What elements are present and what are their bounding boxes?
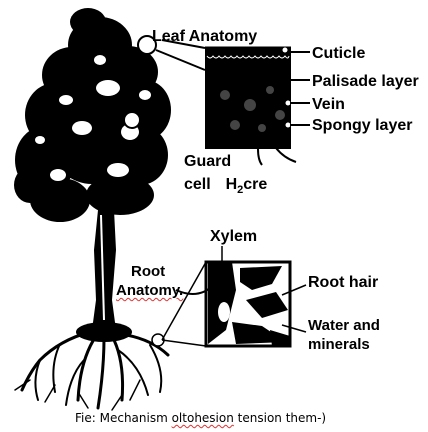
xylem-label: Xylem (210, 228, 258, 245)
canopy-highlights (35, 55, 151, 181)
figure-caption: Fie: Mechanism oltohesion tension them-) (75, 411, 327, 425)
guard-cell-label-line2: cell H2cre (184, 177, 267, 196)
tree-canopy (14, 8, 171, 222)
leaf-pointer-lines (155, 39, 310, 166)
canopy-callout-circle (123, 111, 141, 129)
root-anatomy-label-line2: Anatomy. (116, 282, 184, 299)
h2o-prefix: H (225, 176, 238, 193)
guard-cell-label-line1: Guard (184, 153, 232, 170)
root-cross-section (204, 260, 292, 348)
leaf-anatomy-label: Leaf Anatomy (152, 28, 258, 45)
spongy-layer-label: Spongy layer (312, 117, 413, 134)
palisade-layer-label: Palisade layer (312, 73, 419, 90)
root-anatomy-label-line1: Root (131, 263, 166, 280)
tree-roots (14, 322, 170, 411)
h2o-subscript: 2 (237, 184, 244, 197)
cuticle-label: Cuticle (312, 45, 366, 62)
h2o-suffix: cre (243, 176, 268, 193)
root-connector-lines (161, 246, 307, 347)
water-minerals-label-line2: minerals (308, 336, 370, 353)
water-minerals-label-line1: Water and (308, 317, 380, 334)
leaf-cross-section (205, 46, 291, 149)
root-hair-label: Root hair (308, 274, 379, 291)
vein-label: Vein (312, 96, 345, 113)
tree-trunk (92, 210, 116, 330)
leaf-callout-circle (137, 35, 157, 55)
guard-cell-word: cell (184, 176, 211, 193)
